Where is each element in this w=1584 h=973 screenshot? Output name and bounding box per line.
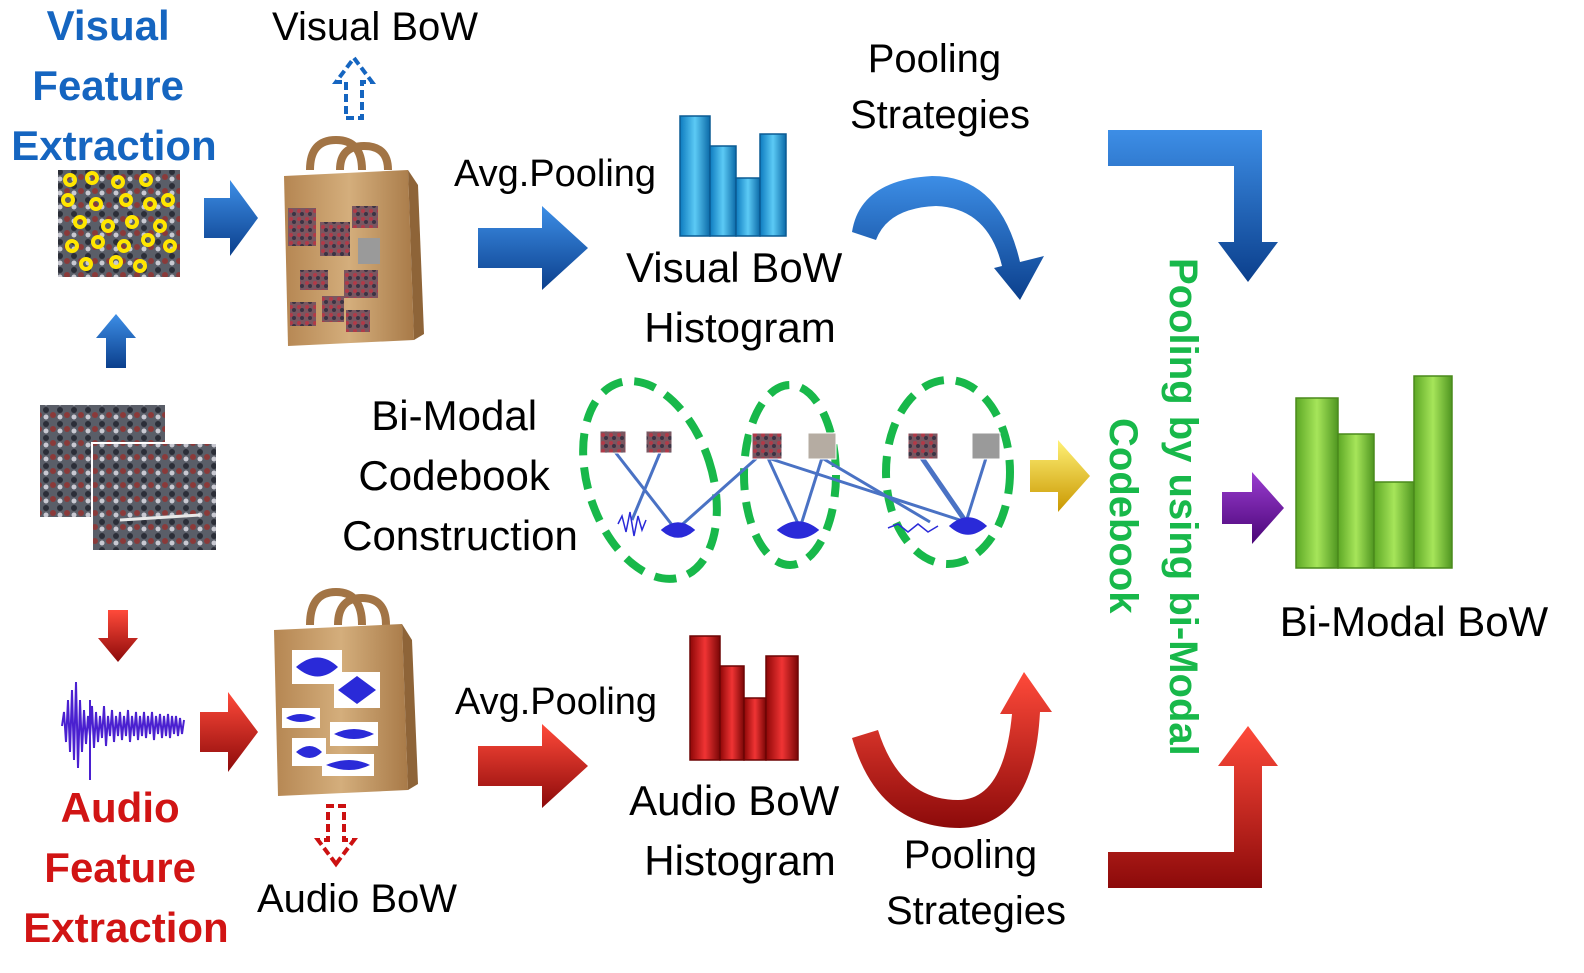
bimodal-codebook-label: Bi-Modal Codebook Construction [342, 392, 578, 559]
down-arrow-icon [98, 610, 138, 662]
up-arrow-icon [96, 314, 136, 368]
bimodal-codebook-line-3: Construction [342, 512, 578, 559]
bimodal-histogram-icon [1295, 375, 1453, 569]
visual-hist-line-1: Visual BoW [626, 244, 843, 291]
visual-extraction-line-1: Visual [47, 2, 170, 49]
arrow-icon [478, 206, 588, 290]
arrow-icon [1030, 440, 1090, 512]
pooling-top-line-1: Pooling [868, 37, 1001, 81]
audio-waveform-image [61, 681, 185, 780]
arrow-icon [1222, 472, 1284, 544]
arrow-icon [200, 692, 258, 772]
vertical-caption: Pooling by using bi-Modal Codebook [1101, 258, 1205, 756]
pooling-bottom-line-2: Strategies [886, 889, 1066, 933]
codeword-cluster-icon [882, 376, 1014, 568]
bimodal-codebook-line-1: Bi-Modal [371, 392, 537, 439]
audio-extraction-line-2: Feature [44, 844, 196, 891]
vertical-text-2: Codebook [1101, 418, 1145, 614]
visual-bag-icon [284, 135, 424, 346]
avg-pooling-visual-label: Avg.Pooling [454, 153, 656, 195]
audio-hist-line-1: Audio BoW [629, 777, 839, 824]
visual-extraction-label: Visual Feature Extraction [11, 2, 216, 169]
visual-extraction-line-2: Feature [32, 62, 184, 109]
bracket-arrow-icon [1108, 726, 1278, 888]
crowd-frames-image [40, 405, 218, 552]
audio-hist-label: Audio BoW Histogram [629, 777, 851, 884]
audio-bag-icon [274, 587, 418, 796]
audio-bow-bottom-label: Audio BoW [257, 877, 457, 921]
bimodal-codebook-line-2: Codebook [358, 452, 550, 499]
audio-extraction-line-3: Extraction [23, 904, 228, 951]
audio-extraction-line-1: Audio [61, 784, 180, 831]
pooling-bottom-label: Pooling Strategies [886, 833, 1066, 933]
bracket-arrow-icon [1108, 130, 1278, 282]
arrow-icon [478, 724, 588, 808]
audio-histogram-icon [689, 635, 799, 761]
codeword-cluster-icon [579, 377, 721, 583]
visual-hist-label: Visual BoW Histogram [626, 244, 854, 351]
dashed-up-arrow-icon [332, 54, 376, 120]
arrow-icon [204, 180, 258, 256]
dashed-down-arrow-icon [314, 804, 358, 868]
pooling-top-line-2: Strategies [850, 93, 1030, 137]
visual-extraction-line-3: Extraction [11, 122, 216, 169]
pooling-bottom-line-1: Pooling [904, 833, 1037, 877]
curved-arrow-icon [852, 672, 1052, 828]
bimodal-bow-label: Bi-Modal BoW [1280, 598, 1549, 645]
visual-hist-line-2: Histogram [644, 304, 835, 351]
avg-pooling-audio-label: Avg.Pooling [455, 681, 657, 723]
codeword-cluster-icon [740, 381, 840, 569]
audio-hist-line-2: Histogram [644, 837, 835, 884]
vertical-text-1: Pooling by using bi-Modal [1161, 258, 1205, 756]
keypoints-image [58, 170, 180, 277]
codebook-clusters [579, 376, 1014, 583]
pooling-top-label: Pooling Strategies [850, 37, 1030, 137]
audio-extraction-label: Audio Feature Extraction [23, 784, 228, 951]
visual-histogram-icon [679, 115, 787, 237]
visual-bow-top-label: Visual BoW [272, 5, 478, 49]
curved-arrow-icon [852, 176, 1044, 300]
